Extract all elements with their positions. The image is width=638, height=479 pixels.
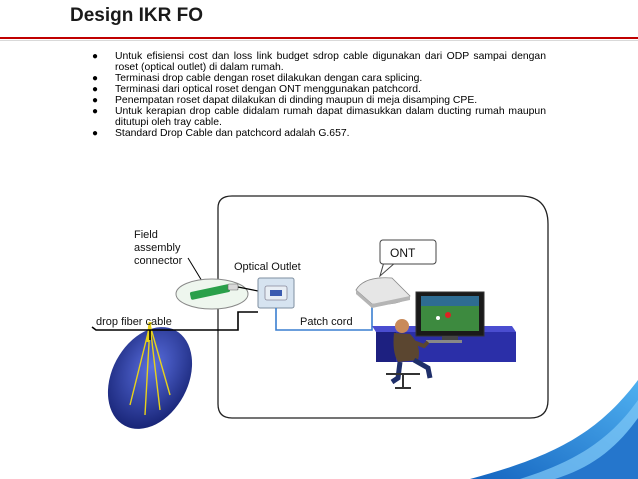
optical-outlet-label: Optical Outlet [234, 261, 301, 273]
field-connector-label-line-2: assembly [134, 242, 181, 254]
drop-fiber-cable-label: drop fiber cable [96, 316, 172, 328]
patch-cord-label: Patch cord [300, 316, 353, 328]
field-connector-label-line-1: Field [134, 229, 158, 241]
ont-label: ONT [390, 246, 416, 260]
field-connector-label-line-3: connector [134, 255, 183, 267]
